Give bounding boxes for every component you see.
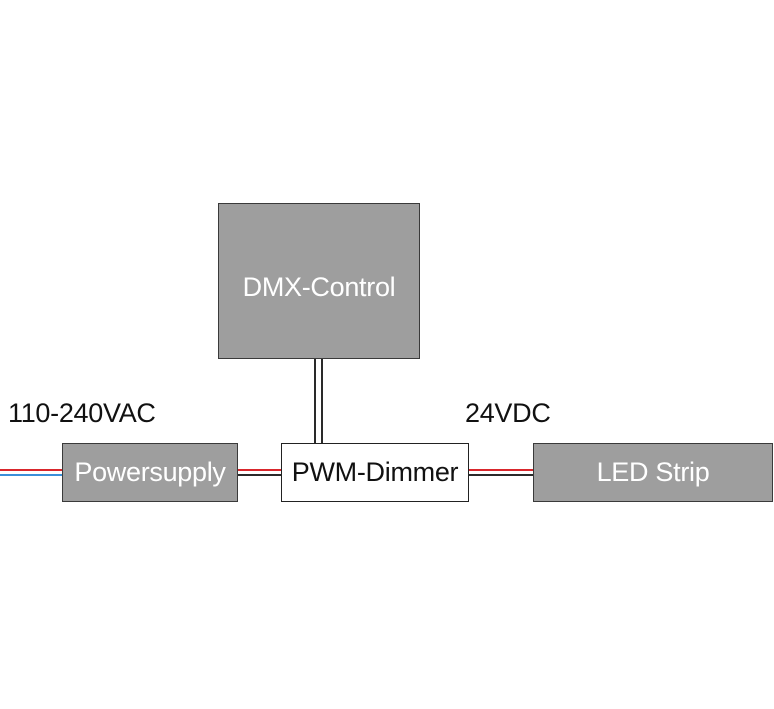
power-supply-label: Powersupply	[74, 457, 226, 487]
dmx-control-label: DMX-Control	[242, 271, 396, 302]
pwm-dimmer-box: PWM-Dimmer	[281, 443, 469, 502]
output-voltage-label: 24VDC	[465, 398, 551, 428]
led-strip-label: LED Strip	[596, 457, 710, 487]
pwm-dimmer-label: PWM-Dimmer	[291, 457, 459, 487]
power-supply-box: Powersupply	[62, 443, 238, 502]
led-strip-box: LED Strip	[533, 443, 773, 502]
input-voltage-label: 110-240VAC	[8, 398, 156, 428]
dmx-control-box: DMX-Control	[218, 203, 420, 359]
